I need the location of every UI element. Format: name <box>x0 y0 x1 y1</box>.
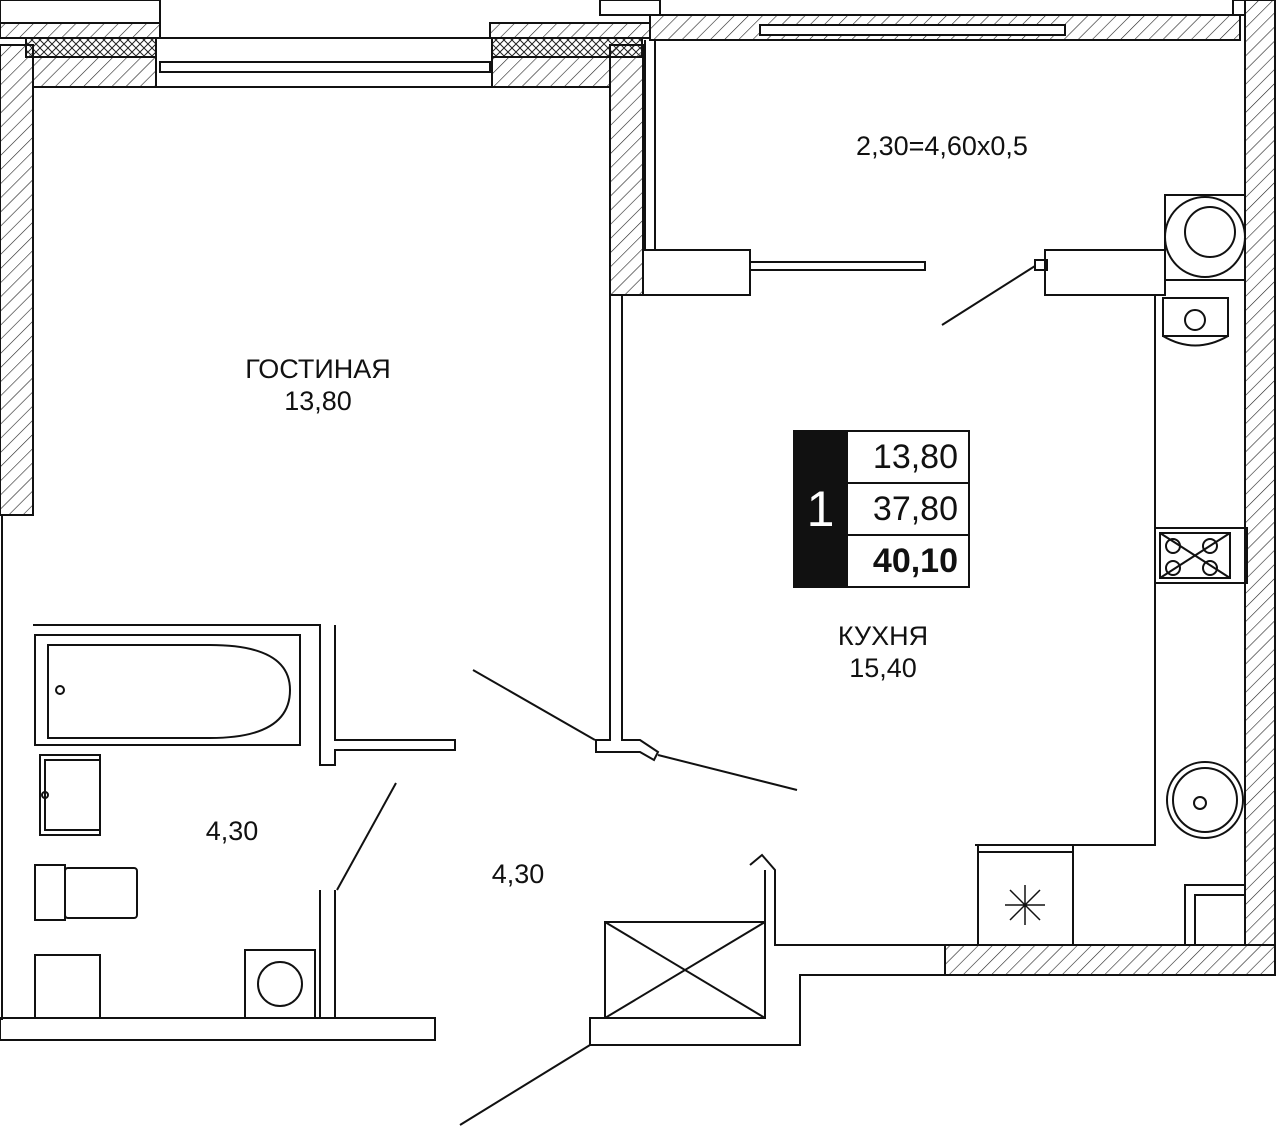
room-area: 4,30 <box>491 859 545 889</box>
bathtub-icon <box>34 634 301 746</box>
washing-machine-icon <box>244 949 316 1019</box>
living-door-leaf[interactable] <box>472 669 596 741</box>
room-label-bathroom: 4,30 <box>206 815 259 847</box>
wall-left <box>0 44 34 516</box>
toilet-icon <box>34 864 138 921</box>
gas-meter-icon <box>1162 297 1229 347</box>
stove-icon <box>1154 527 1248 584</box>
fridge-icon <box>977 844 1074 946</box>
total-area-value: 37,80 <box>848 484 968 536</box>
room-name: КУХНЯ <box>837 621 929 651</box>
room-area: 15,40 <box>849 653 917 683</box>
wall-living-right <box>609 44 644 296</box>
wall-stub-left <box>642 249 751 296</box>
kitchen-sink-icon <box>1166 761 1244 839</box>
balcony-door-leaf <box>941 265 1036 326</box>
boiler-icon <box>1164 194 1246 281</box>
bathroom-door-leaf[interactable] <box>336 782 397 891</box>
partition-living-kitchen <box>595 295 660 762</box>
wall-right <box>1244 0 1276 946</box>
room-area: 13,80 <box>284 386 352 416</box>
window-living <box>159 61 491 73</box>
entrance-door-leaf[interactable] <box>459 1044 591 1126</box>
rooms-count: 1 <box>793 430 848 588</box>
room-label-living: ГОСТИНАЯ 13,80 <box>245 353 391 417</box>
living-area-value: 13,80 <box>848 432 968 484</box>
room-label-balcony: 2,30=4,60x0,5 <box>856 130 1028 162</box>
wall-stub-right <box>1044 249 1166 296</box>
window-balcony <box>759 24 1066 36</box>
area-summary-badge: 1 13,80 37,80 40,10 <box>793 430 970 588</box>
wall-bottom <box>0 1017 436 1041</box>
kitchen-door-leaf[interactable] <box>657 754 798 791</box>
balcony-sliding-door[interactable] <box>749 261 926 271</box>
room-name: ГОСТИНАЯ <box>245 354 391 384</box>
kitchen-counter <box>975 295 1156 846</box>
wall-kitchen-bottom <box>944 944 1276 976</box>
total-with-balcony-value: 40,10 <box>872 541 958 580</box>
room-area: 2,30=4,60x0,5 <box>856 131 1028 161</box>
ventilation-shaft-icon <box>604 921 766 1019</box>
room-label-hall: 4,30 <box>492 858 545 890</box>
washbasin-icon <box>39 754 101 836</box>
room-label-kitchen: КУХНЯ 15,40 <box>838 620 928 684</box>
bathroom-wall <box>33 624 456 766</box>
room-area: 4,30 <box>205 816 259 846</box>
wall-top-living <box>0 0 651 88</box>
